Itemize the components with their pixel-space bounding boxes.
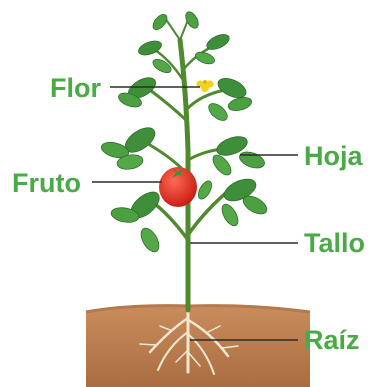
flower <box>197 80 214 92</box>
label-raiz: Raíz <box>304 325 360 355</box>
soil <box>86 306 310 387</box>
label-fruto: Fruto <box>12 168 81 198</box>
fruit <box>159 167 197 207</box>
label-hoja: Hoja <box>304 141 363 171</box>
label-tallo: Tallo <box>304 228 365 258</box>
leaves <box>100 10 270 255</box>
label-flor: Flor <box>50 73 101 103</box>
